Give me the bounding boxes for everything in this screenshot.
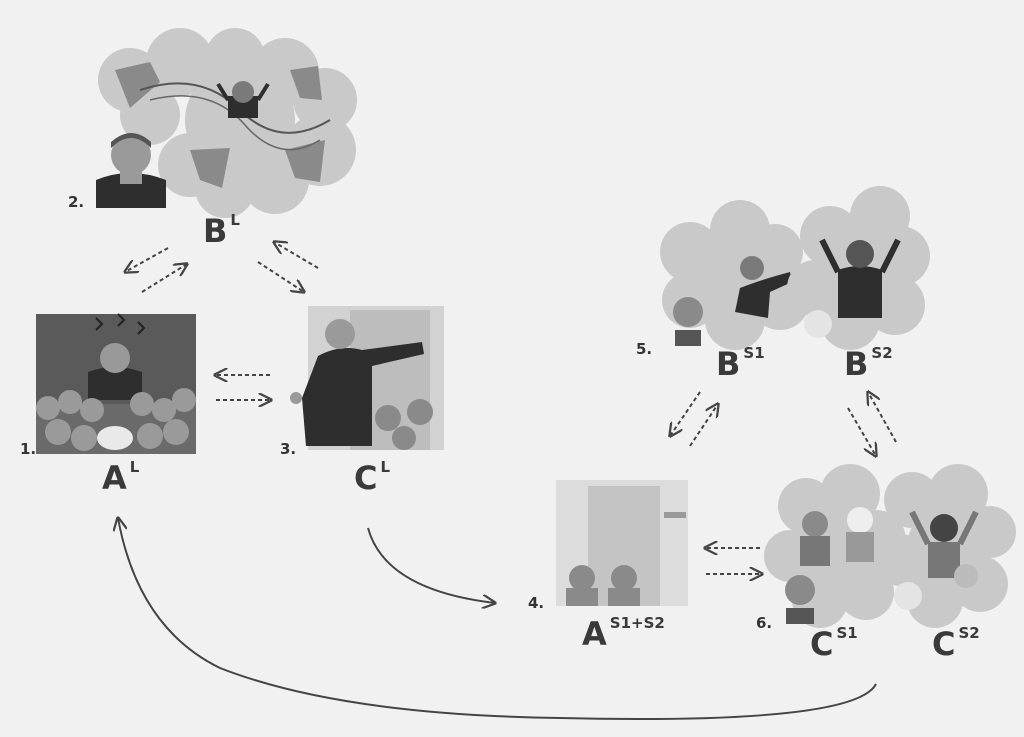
- label-superscript: S2: [871, 344, 893, 362]
- thought-cloud-b-s1: [660, 200, 810, 350]
- arrow-b-s2-to-c-s: [847, 407, 876, 456]
- label-letter: A: [102, 459, 127, 497]
- thought-cloud-c-s2: [874, 464, 1016, 628]
- label-letter: C: [354, 459, 378, 497]
- label-letter: B: [716, 345, 741, 383]
- label-letter: C: [932, 625, 956, 663]
- classroom-scene-a-l: [36, 313, 196, 454]
- man-upset-figure: [96, 133, 166, 208]
- arrow-a-l-to-b-l: [141, 264, 187, 293]
- stage-number-5: 5.: [636, 340, 653, 358]
- arrow-b-l-to-a-l: [125, 247, 169, 272]
- stage-number-3: 3.: [280, 440, 297, 458]
- arrow-c-l-to-b-l: [274, 242, 319, 269]
- label-superscript: S1: [743, 344, 765, 362]
- stage-number-4: 4.: [528, 594, 545, 612]
- label-letter: C: [810, 625, 834, 663]
- stage-number-6: 6.: [756, 614, 773, 632]
- label-superscript: L: [380, 458, 391, 476]
- stage-number-1: 1.: [20, 440, 37, 458]
- label-letter: B: [203, 212, 228, 250]
- arrow-c-l-to-a-s: [367, 527, 495, 603]
- arrow-c-s-to-a-l: [118, 518, 877, 721]
- arrow-b-s1-to-a-s: [670, 391, 701, 436]
- label-letter: A: [582, 615, 607, 653]
- door-scene-a-s1-s2: [556, 480, 688, 606]
- stage-number-2: 2.: [68, 193, 85, 211]
- label-letter: B: [844, 345, 869, 383]
- thought-cloud-b-s2: [787, 186, 930, 350]
- label-superscript: L: [129, 458, 140, 476]
- teacher-pointing-scene-c-l: [290, 306, 444, 450]
- label-superscript: S1+S2: [609, 614, 665, 632]
- label-superscript: S1: [836, 624, 858, 642]
- arrow-b-l-to-c-l: [257, 261, 304, 292]
- arrow-c-s-to-b-s2: [868, 392, 897, 443]
- arrow-a-s-to-b-s1: [689, 404, 718, 447]
- thought-cloud-b-l: [98, 28, 357, 218]
- label-superscript: S2: [958, 624, 980, 642]
- label-superscript: L: [230, 211, 240, 229]
